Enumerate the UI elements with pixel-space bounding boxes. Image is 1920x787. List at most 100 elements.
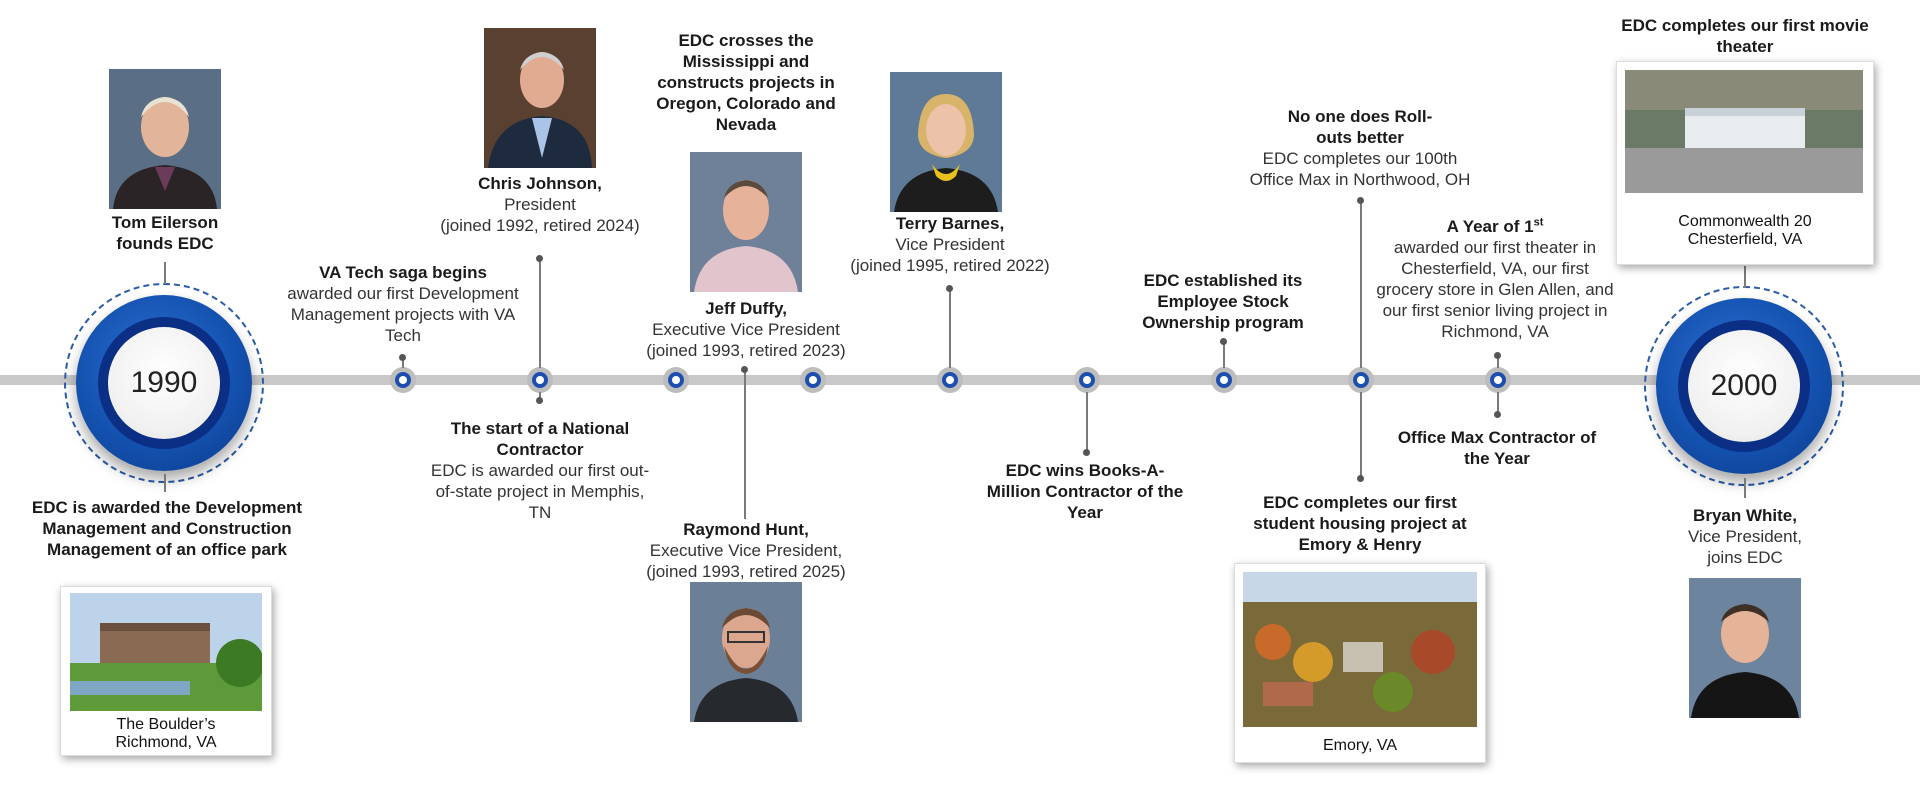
connector-books (1086, 392, 1088, 452)
rollouts-body: EDC completes our 100th Office Max in No… (1249, 149, 1471, 189)
year-firsts-body: awarded our first theater in Chesterfiel… (1376, 238, 1614, 341)
chris-role: President (504, 195, 576, 214)
year-label-start: 1990 (130, 366, 198, 399)
connector-founder (164, 262, 166, 284)
terry-name: Terry Barnes, (895, 214, 1005, 233)
label-raymond-hunt: Raymond Hunt, Executive Vice President, … (626, 519, 866, 582)
photo-emory-campus (1243, 572, 1477, 727)
connector-end-books (1083, 449, 1090, 456)
connector-end-esop (1220, 338, 1227, 345)
year-firsts-title: A Year of 1 (1446, 217, 1534, 236)
timeline-dot-2 (527, 367, 553, 393)
timeline-dot-9 (1485, 367, 1511, 393)
raymond-name: Raymond Hunt, (683, 520, 809, 539)
connector-year-firsts (1497, 355, 1499, 368)
rollouts-title: No one does Roll-outs better (1287, 107, 1433, 147)
founder-line2: founds EDC (116, 234, 214, 253)
connector-esop (1223, 341, 1225, 368)
terry-role: Vice President (895, 235, 1005, 254)
connector-office-park (164, 474, 166, 492)
books-title: EDC wins Books-A-Million Contractor of t… (986, 461, 1184, 522)
label-founder: Tom Eilerson founds EDC (80, 212, 250, 254)
national-title: The start of a National Contractor (450, 419, 630, 459)
caption-office-park-line2: Richmond, VA (115, 734, 217, 751)
connector-end-terry (946, 285, 953, 292)
jeff-tenure: (joined 1993, retired 2023) (646, 341, 846, 360)
connector-emory (1360, 392, 1362, 478)
connector-terry (949, 288, 951, 368)
connector-office-max (1497, 392, 1499, 414)
caption-theater-line2: Chesterfield, VA (1687, 231, 1803, 248)
label-theater: EDC completes our first movie theater (1620, 15, 1870, 57)
timeline-dot-5 (937, 367, 963, 393)
card-emory: Emory, VA (1234, 563, 1486, 763)
card-theater: Commonwealth 20 Chesterfield, VA (1616, 61, 1874, 265)
card-office-park: The Boulder’s Richmond, VA (60, 586, 272, 756)
caption-office-park-line1: The Boulder’s (116, 716, 216, 733)
label-terry-barnes: Terry Barnes, Vice President (joined 199… (826, 213, 1074, 276)
connector-end-national (536, 397, 543, 404)
theater-title: EDC completes our first movie theater (1621, 16, 1869, 56)
label-esop: EDC established its Employee Stock Owner… (1126, 270, 1320, 333)
label-va-tech: VA Tech saga begins awarded our first De… (280, 262, 526, 346)
connector-national (539, 392, 541, 400)
timeline-dot-3 (663, 367, 689, 393)
label-office-park: EDC is awarded the Development Managemen… (22, 497, 312, 560)
label-mississippi: EDC crosses the Mississippi and construc… (646, 30, 846, 135)
caption-theater-line1: Commonwealth 20 (1678, 213, 1812, 230)
jeff-name: Jeff Duffy, (705, 299, 787, 318)
photo-the-boulders (70, 593, 262, 711)
label-chris-johnson: Chris Johnson, President (joined 1992, r… (424, 173, 656, 236)
connector-end-office-max (1494, 411, 1501, 418)
photo-commonwealth-20 (1625, 70, 1863, 193)
label-emory: EDC completes our first student housing … (1250, 492, 1470, 555)
founder-title: Tom Eilerson (111, 213, 219, 232)
label-office-max: Office Max Contractor of the Year (1392, 427, 1602, 469)
label-national-contractor: The start of a National Contractor EDC i… (430, 418, 650, 523)
label-books-a-million: EDC wins Books-A-Million Contractor of t… (980, 460, 1190, 523)
connector-end-year-firsts (1494, 352, 1501, 359)
connector-end-chris (536, 255, 543, 262)
esop-title: EDC established its Employee Stock Owner… (1142, 271, 1304, 332)
chris-name: Chris Johnson, (478, 174, 602, 193)
portrait-terry-barnes (890, 72, 1002, 212)
portrait-jeff-duffy (690, 152, 802, 292)
label-jeff-duffy: Jeff Duffy, Executive Vice President (jo… (626, 298, 866, 361)
connector-end-emory (1357, 475, 1364, 482)
terry-tenure: (joined 1995, retired 2022) (850, 256, 1050, 275)
jeff-role: Executive Vice President (652, 320, 840, 339)
bryan-tenure: joins EDC (1707, 548, 1783, 567)
label-rollouts: No one does Roll-outs better EDC complet… (1234, 106, 1486, 190)
va-tech-title: VA Tech saga begins (319, 263, 487, 282)
year-marker-end: 2000 (1644, 286, 1844, 486)
connector-end-jeff (741, 366, 748, 373)
mississippi-title: EDC crosses the Mississippi and construc… (656, 31, 836, 134)
va-tech-body: awarded our first Development Management… (287, 284, 519, 345)
label-bryan-white: Bryan White, Vice President, joins EDC (1660, 505, 1830, 568)
label-year-of-firsts: A Year of 1st awarded our first theater … (1372, 216, 1618, 342)
connector-chris (539, 258, 541, 368)
year-label-end: 2000 (1710, 369, 1778, 402)
connector-end-va-tech (399, 354, 406, 361)
raymond-role: Executive Vice President, (649, 541, 843, 560)
connector-theater (1744, 266, 1746, 288)
connector-va-tech (402, 358, 404, 368)
timeline-dot-1 (390, 367, 416, 393)
connector-bryan (1744, 478, 1746, 498)
timeline-dot-4 (800, 367, 826, 393)
connector-end-rollouts (1357, 197, 1364, 204)
national-body: EDC is awarded our first out-of-state pr… (430, 461, 650, 522)
timeline-dot-8 (1348, 367, 1374, 393)
timeline-dot-7 (1211, 367, 1237, 393)
bryan-role: Vice President, (1687, 527, 1803, 546)
portrait-bryan-white (1689, 578, 1801, 718)
portrait-tom-eilerson (109, 69, 221, 209)
year-firsts-sup: st (1533, 216, 1544, 229)
portrait-raymond-hunt (690, 582, 802, 722)
portrait-chris-johnson (484, 28, 596, 168)
year-marker-start: 1990 (64, 283, 264, 483)
timeline-dot-6 (1074, 367, 1100, 393)
chris-tenure: (joined 1992, retired 2024) (440, 216, 640, 235)
emory-title: EDC completes our first student housing … (1253, 493, 1467, 554)
connector-rollouts (1360, 200, 1362, 368)
